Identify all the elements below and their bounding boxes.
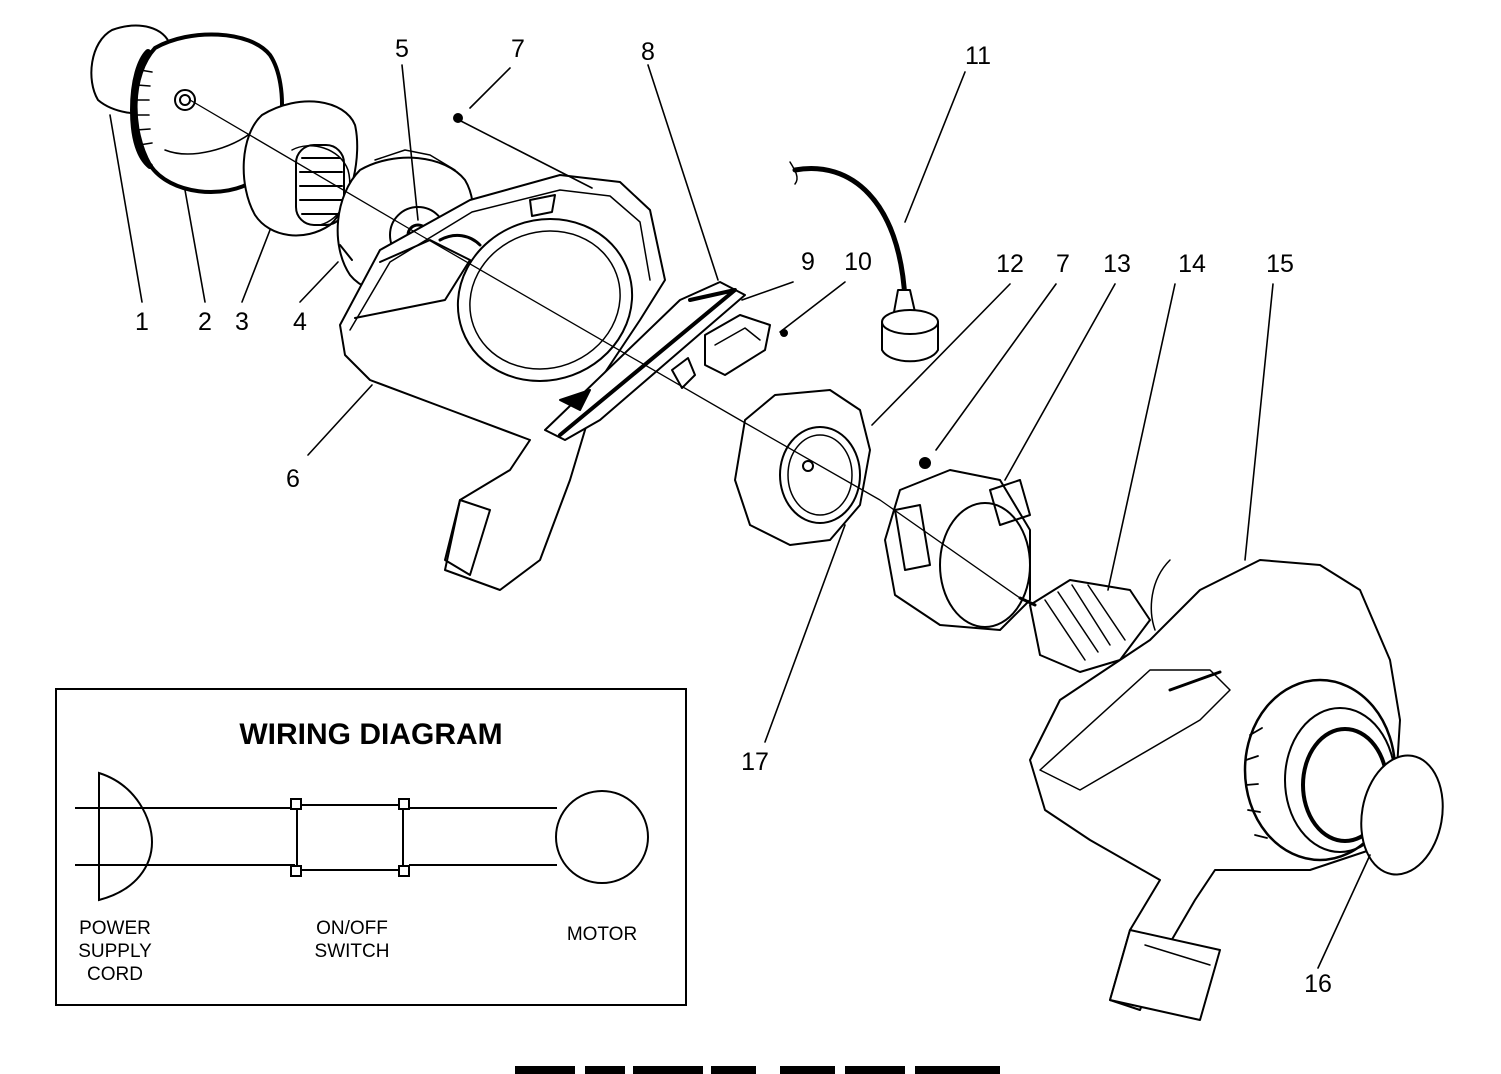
callout-9: 9 <box>801 248 815 276</box>
callout-6: 6 <box>286 465 300 493</box>
cropped-caption-fragment <box>515 1066 1000 1074</box>
callout-14: 14 <box>1178 250 1206 278</box>
part-11-cord <box>789 161 939 363</box>
wiring-diagram-panel: WIRING DIAGRAM POWER SUPPLY CORD <box>55 688 687 1006</box>
label-motor: MOTOR <box>566 924 638 945</box>
callout-15: 15 <box>1266 250 1294 278</box>
label-on-off-switch: ON/OFF SWITCH <box>314 918 390 962</box>
wiring-diagram-title: WIRING DIAGRAM <box>239 718 503 751</box>
part-9-10-switch <box>671 314 788 389</box>
part-14-armature <box>1018 579 1151 673</box>
callout-1: 1 <box>135 308 149 336</box>
callout-2: 2 <box>198 308 212 336</box>
callout-11: 11 <box>965 42 991 70</box>
callout-5: 5 <box>395 35 409 63</box>
callout-16: 16 <box>1304 970 1332 998</box>
part-12-bearing-cup <box>734 389 871 546</box>
callout-10: 10 <box>844 248 872 276</box>
part-16-end-cap <box>1360 754 1444 876</box>
wiring-schematic <box>75 771 649 902</box>
label-power-supply-cord: POWER SUPPLY CORD <box>78 918 152 985</box>
part-8-switch-slide <box>544 281 746 441</box>
part-3-fan <box>242 100 359 237</box>
callout-7-mid: 7 <box>1056 250 1070 278</box>
callout-17: 17 <box>741 748 769 776</box>
callout-7-top: 7 <box>511 35 525 63</box>
part-15-housing-right <box>1029 559 1401 1021</box>
callout-13: 13 <box>1103 250 1131 278</box>
callout-12: 12 <box>996 250 1024 278</box>
callout-3: 3 <box>235 308 249 336</box>
callout-4: 4 <box>293 308 307 336</box>
leader-lines <box>109 64 1371 969</box>
part-13-motor-can <box>884 457 1031 631</box>
callout-8: 8 <box>641 38 655 66</box>
